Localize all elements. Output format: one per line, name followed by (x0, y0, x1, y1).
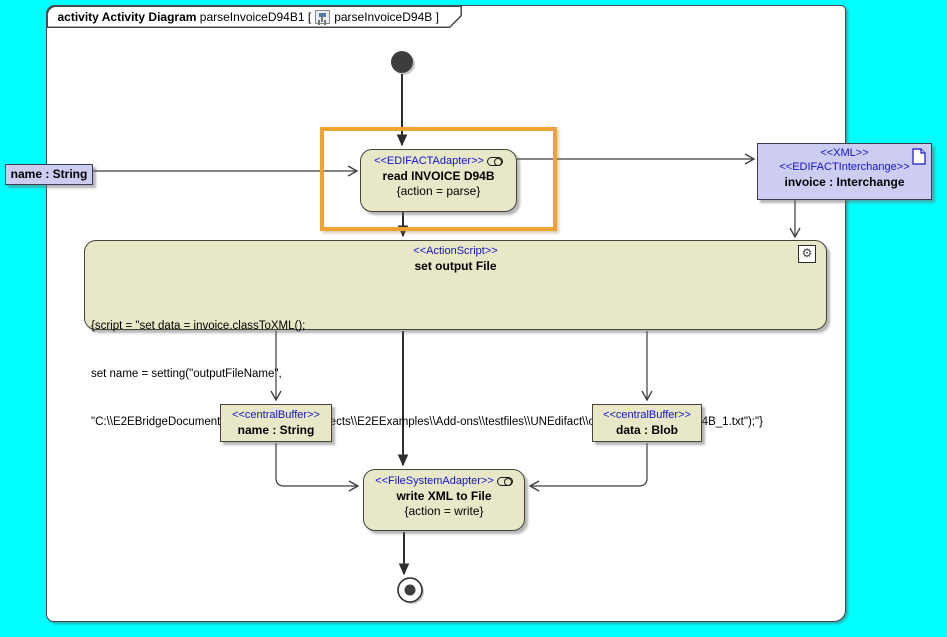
adapter-pill-icon (496, 476, 513, 487)
action-write-xml[interactable]: <<FileSystemAdapter>> write XML to File … (363, 469, 525, 531)
stereotype-row: <<EDIFACTAdapter>> (361, 154, 516, 168)
read-adapter-name: read INVOICE D94B (382, 169, 495, 183)
central-buffer-name[interactable]: <<centralBuffer>> name : String (220, 404, 332, 442)
activity-diagram-icon (315, 10, 330, 24)
write-adapter-name: write XML to File (396, 489, 492, 503)
write-adapter-stereotype: <<FileSystemAdapter>> (375, 475, 494, 487)
read-adapter-stereotype: <<EDIFACTAdapter>> (374, 155, 484, 167)
script-stereotype: <<ActionScript>> (413, 245, 498, 257)
central-buffer-data[interactable]: <<centralBuffer>> data : Blob (592, 404, 702, 442)
xml-document-icon (912, 148, 926, 165)
script-line: "C:\\E2EBridgeDocumentation\\E2EBuilderP… (91, 416, 763, 428)
invoice-label: invoice : Interchange (784, 175, 905, 189)
frame-title-ref: parseInvoiceD94B ] (334, 9, 439, 24)
object-node-label: name : String (10, 167, 88, 181)
frame-title-keyword: activity Activity Diagram (57, 9, 197, 24)
frame-title-name: parseInvoiceD94B1 [ (196, 9, 312, 24)
adapter-pill-icon (486, 156, 503, 167)
invoice-stereotype-interchange: <<EDIFACTInterchange>> (779, 161, 910, 173)
gear-icon: ⚙ (798, 245, 816, 263)
frame-title-pentagon[interactable]: activity Activity Diagram parseInvoiceD9… (46, 5, 462, 28)
data-buffer-stereotype: <<centralBuffer>> (603, 409, 691, 421)
name-buffer-stereotype: <<centralBuffer>> (232, 409, 320, 421)
data-buffer-label: data : Blob (616, 423, 678, 437)
object-node-invoice[interactable]: <<XML>> <<EDIFACTInterchange>> invoice :… (757, 143, 932, 200)
script-name: set output File (414, 259, 497, 273)
action-read-invoice[interactable]: <<EDIFACTAdapter>> read INVOICE D94B {ac… (360, 149, 517, 212)
name-buffer-label: name : String (237, 423, 315, 437)
read-adapter-action: {action = parse} (396, 184, 481, 198)
script-line: {script = "set data = invoice.classToXML… (91, 320, 306, 332)
action-set-output-file[interactable]: ⚙ <<ActionScript>> set output File {scri… (84, 240, 827, 428)
script-line: set name = setting("outputFileName", (91, 368, 282, 380)
stereotype-row: <<FileSystemAdapter>> (364, 474, 524, 488)
invoice-stereotype-xml: <<XML>> (820, 147, 869, 159)
object-node-name-string[interactable]: name : String (5, 164, 93, 185)
write-adapter-action: {action = write} (404, 504, 484, 518)
script-body: {script = "set data = invoice.classToXML… (85, 286, 826, 462)
